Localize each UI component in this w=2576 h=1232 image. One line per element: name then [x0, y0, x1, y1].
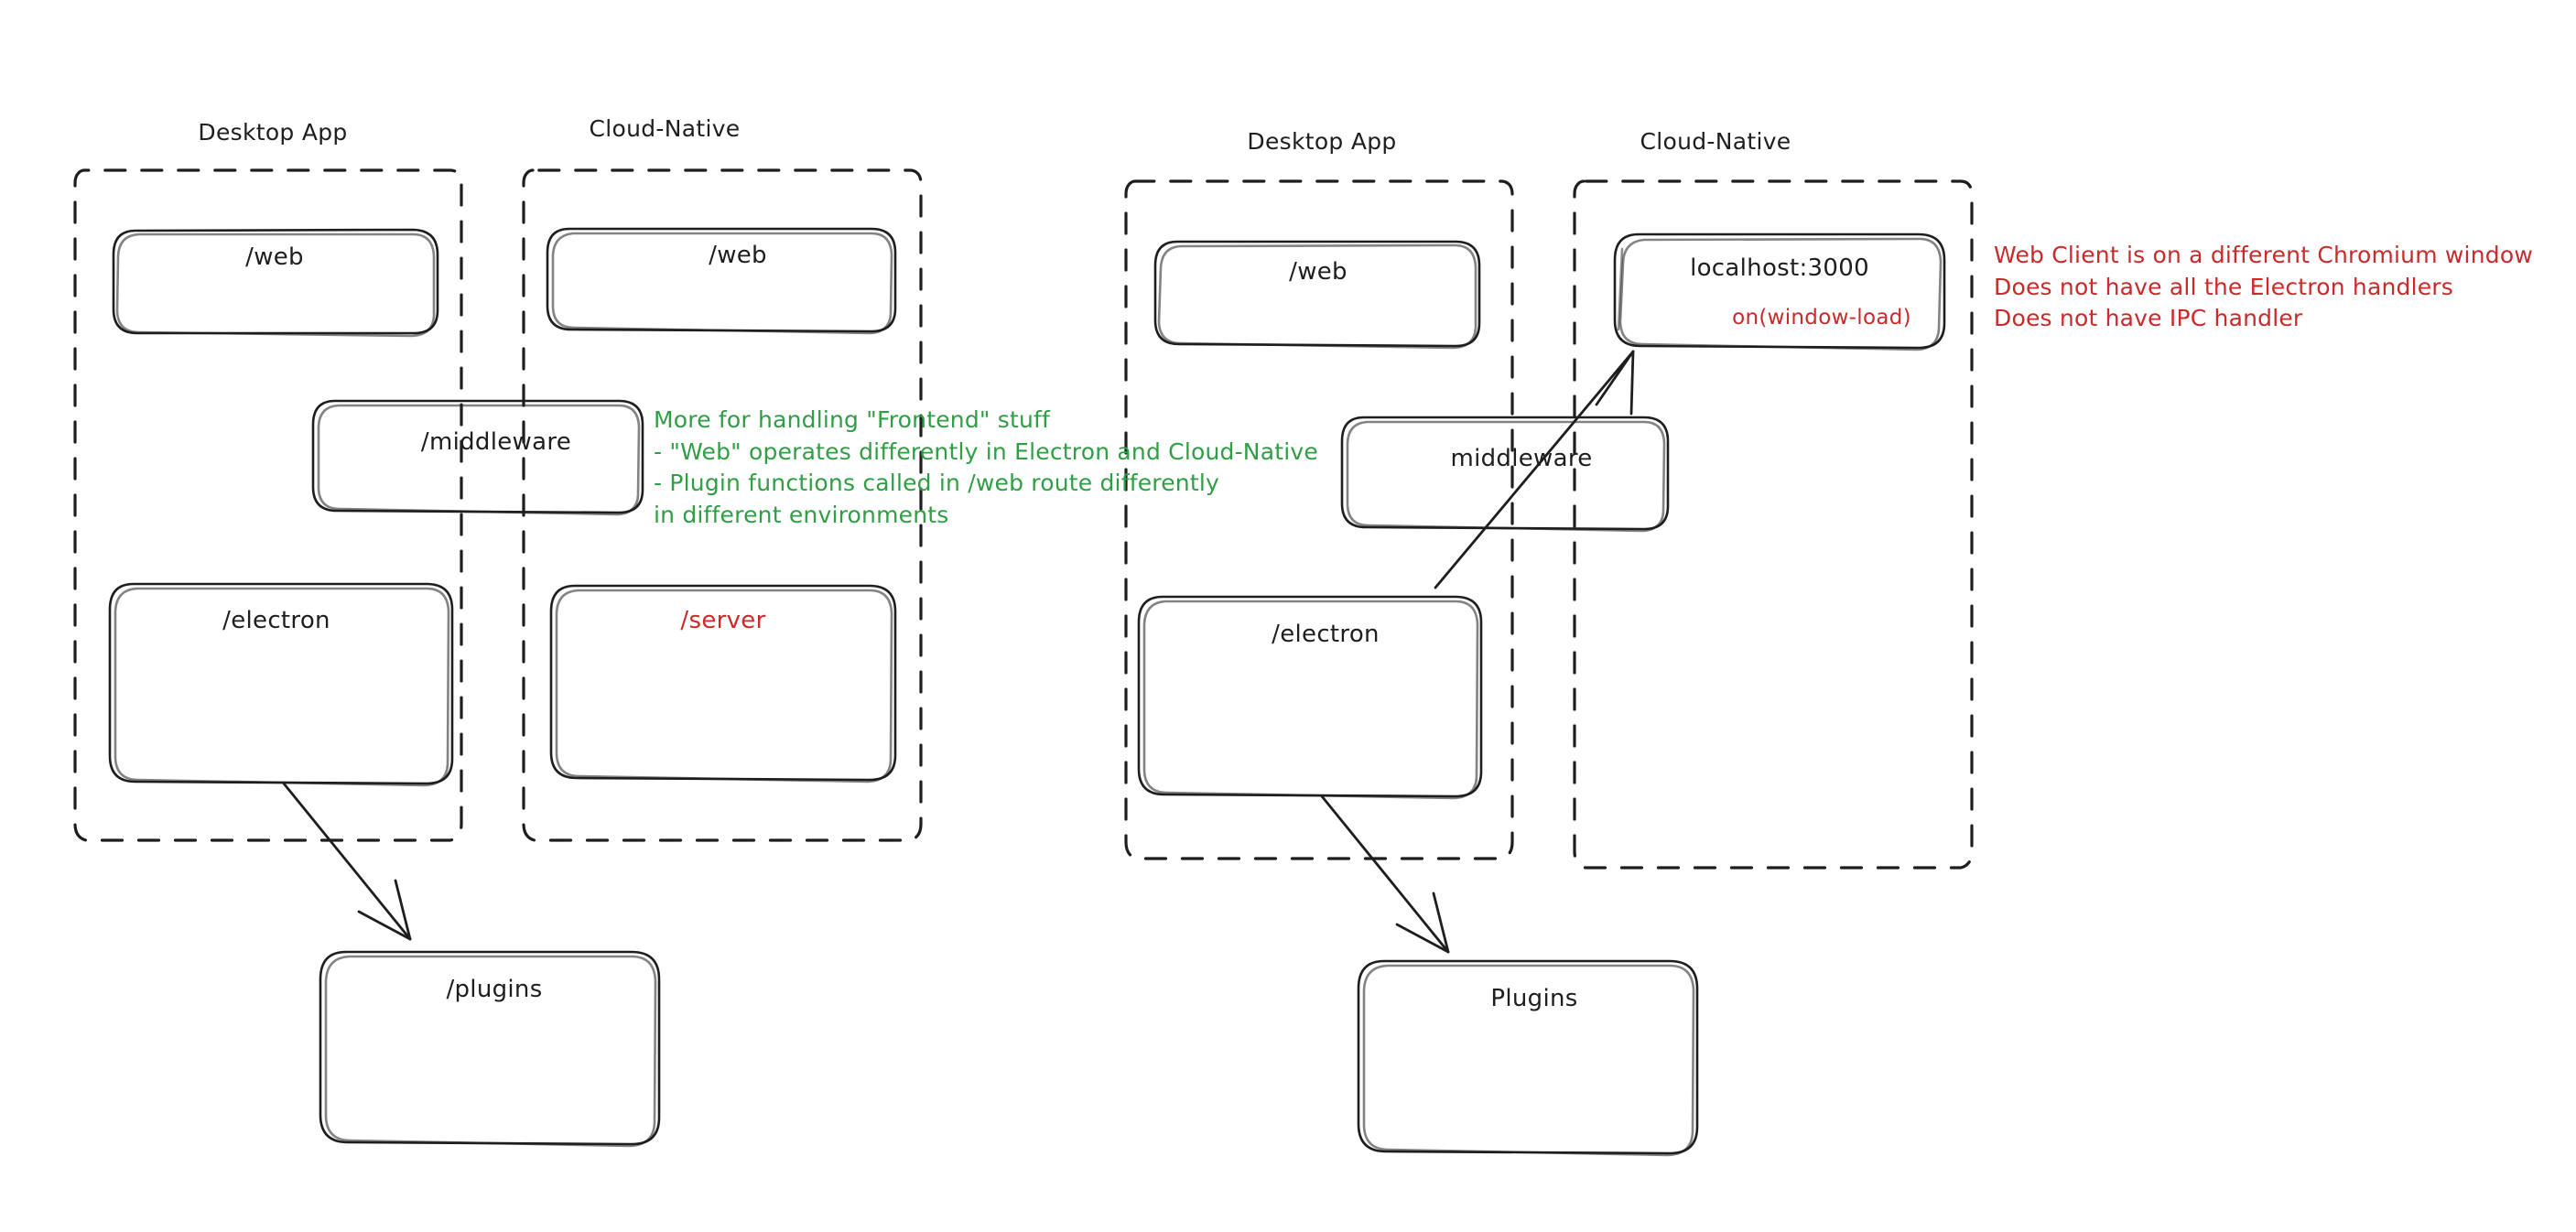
- node-label-l-electron[interactable]: /electron: [222, 607, 330, 634]
- node-label-r-localhost-sublabel: on(window-load): [1732, 306, 1911, 330]
- node-label-r-middleware[interactable]: middleware: [1450, 445, 1593, 472]
- node-box-l-middleware: [311, 399, 644, 516]
- annotation-green-note: More for handling "Frontend" stuff - "We…: [654, 406, 1318, 528]
- group-title-right-desktop: Desktop App: [1247, 128, 1397, 155]
- node-label-r-plugins[interactable]: Plugins: [1490, 985, 1578, 1012]
- group-container-right-cloud: [1573, 179, 1974, 870]
- arrow-r-electron-to-plugins: [1320, 794, 1450, 954]
- arrow-l-electron-to-plugins: [282, 782, 412, 941]
- node-label-l-plugins[interactable]: /plugins: [446, 976, 543, 1003]
- node-box-r-localhost: [1613, 232, 1946, 351]
- node-label-l-middleware[interactable]: /middleware: [420, 428, 572, 456]
- node-label-r-web-desktop[interactable]: /web: [1289, 258, 1348, 286]
- annotation-red-note: Web Client is on a different Chromium wi…: [1994, 242, 2533, 331]
- node-box-r-middleware: [1340, 416, 1670, 533]
- group-title-left-cloud: Cloud-Native: [589, 115, 741, 142]
- node-label-l-web-cloud[interactable]: /web: [709, 242, 767, 269]
- group-title-left-desktop: Desktop App: [198, 119, 348, 146]
- node-label-r-localhost[interactable]: localhost:3000: [1690, 254, 1869, 282]
- group-title-right-cloud: Cloud-Native: [1640, 128, 1791, 155]
- node-label-l-web-desktop[interactable]: /web: [245, 243, 304, 271]
- node-label-r-electron[interactable]: /electron: [1272, 621, 1380, 648]
- node-label-l-server[interactable]: /server: [680, 607, 766, 634]
